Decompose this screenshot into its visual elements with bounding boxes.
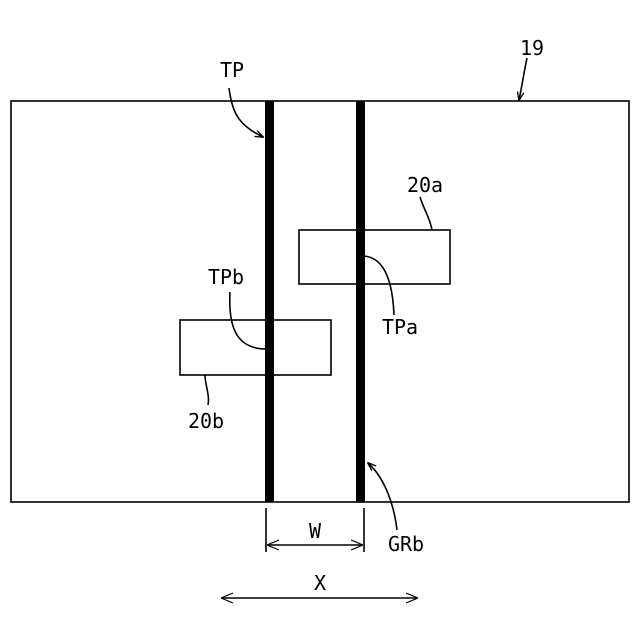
leader-grb: [368, 463, 397, 530]
label-20a: 20a: [407, 173, 443, 197]
leader-19: [519, 58, 527, 100]
label-20b: 20b: [188, 409, 224, 433]
label-x: X: [314, 571, 326, 595]
leader-tp: [229, 88, 263, 137]
label-19: 19: [520, 36, 544, 60]
component-20a: [299, 230, 450, 284]
leader-20a: [420, 197, 432, 230]
label-tpa: TPa: [382, 315, 418, 339]
substrate-outline: [11, 101, 629, 502]
leader-20b: [205, 375, 208, 405]
leader-tpa: [364, 256, 394, 315]
label-w: W: [309, 519, 322, 543]
label-tp: TP: [220, 58, 244, 82]
label-grb: GRb: [388, 532, 424, 556]
label-tpb: TPb: [208, 265, 244, 289]
